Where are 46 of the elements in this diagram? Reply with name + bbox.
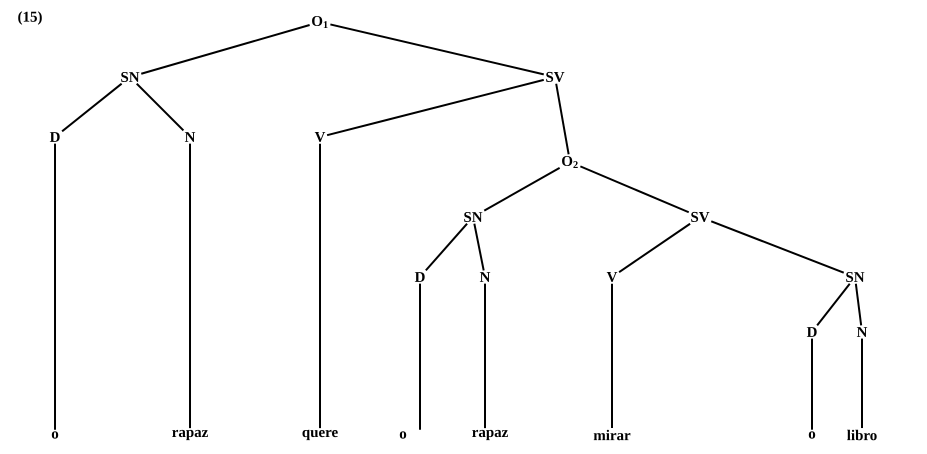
word-label: mirar	[594, 430, 630, 440]
branch-line	[811, 338, 813, 430]
example-number: (15)	[18, 11, 42, 25]
branch-line	[189, 144, 191, 428]
category-label: D	[806, 327, 817, 337]
category-label: SV	[546, 72, 564, 82]
branch-line	[136, 83, 184, 132]
branch-line	[61, 82, 122, 132]
word-label: libro	[847, 430, 877, 440]
word-label: rapaz	[472, 430, 508, 440]
branch-line	[54, 144, 56, 430]
category-label: N	[480, 272, 490, 282]
branch-line	[484, 167, 560, 212]
category-label: V	[314, 132, 326, 142]
word-label: quere	[302, 430, 338, 440]
branch-line	[484, 284, 486, 428]
category-label: SN	[464, 212, 482, 222]
category-label: SN	[121, 72, 140, 82]
word-label: o	[808, 431, 816, 439]
category-label: SN	[846, 272, 864, 282]
word-label: o	[400, 431, 406, 439]
word-label: rapaz	[172, 430, 208, 440]
branch-line	[861, 338, 863, 428]
branch-line	[618, 222, 691, 273]
word-label: o	[52, 431, 58, 439]
branch-line	[580, 165, 690, 214]
branch-line	[419, 284, 421, 430]
branch-line	[816, 283, 851, 326]
category-label: SV	[691, 212, 710, 222]
branch-line	[473, 224, 485, 271]
branch-line	[140, 24, 310, 75]
branch-line	[555, 84, 570, 154]
branch-line	[330, 23, 544, 76]
branch-line	[854, 284, 862, 326]
category-label: N	[184, 132, 196, 142]
category-label: V	[606, 272, 618, 282]
category-label: O$_{1}$	[312, 16, 328, 28]
category-label: D	[50, 132, 60, 142]
category-label: N	[856, 327, 868, 337]
category-label: D	[414, 272, 425, 282]
category-label: O$_{2}$	[562, 156, 578, 168]
branch-line	[319, 144, 321, 428]
branch-line	[425, 223, 468, 272]
branch-line	[326, 78, 544, 136]
branch-line	[710, 220, 844, 274]
branch-line	[611, 284, 613, 428]
